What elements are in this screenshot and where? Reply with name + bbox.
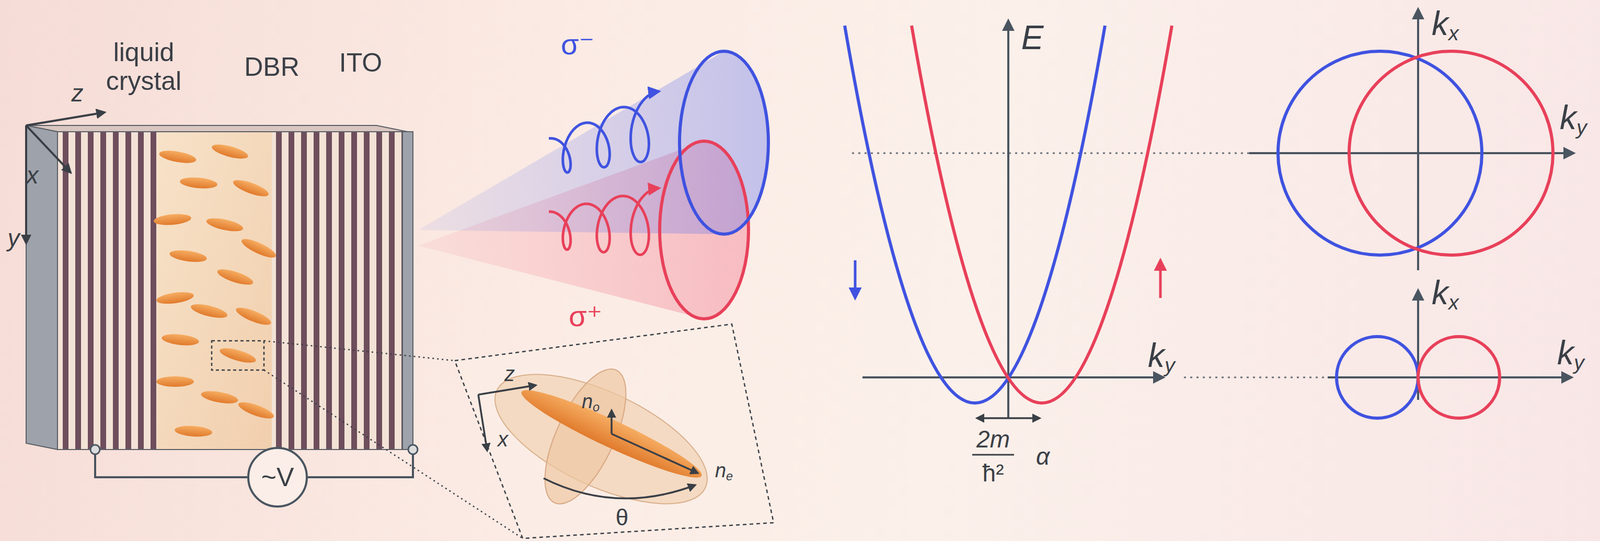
index-arrow: [611, 433, 698, 474]
spin-arrow: [1159, 260, 1162, 298]
voltage-source: ~V: [247, 446, 308, 508]
guide-line: [1183, 376, 1328, 379]
splitting-arrow: [976, 417, 1040, 420]
box-top: [26, 125, 408, 132]
axis: [478, 394, 488, 451]
axis: [1007, 20, 1010, 419]
contour: [1349, 51, 1553, 256]
axis-label: y: [7, 225, 20, 250]
dbr-mirror: [57, 131, 157, 450]
contour: [1418, 336, 1500, 419]
dispersion-curve: [844, 25, 1105, 404]
helix: [548, 188, 659, 256]
dbr-mirror: [271, 131, 403, 450]
axis-label: ky: [1147, 338, 1176, 373]
axis: [1249, 152, 1574, 155]
fraction-denominator: ħ²: [982, 461, 1005, 486]
helix: [548, 91, 659, 173]
axis-label: ky: [1559, 100, 1587, 135]
angle-label: θ: [615, 505, 629, 529]
index-label: no: [581, 391, 600, 412]
liquid-crystal-layer: [156, 131, 272, 450]
angle-arc: [543, 478, 696, 499]
ito-plate: [26, 125, 58, 450]
contour: [1336, 336, 1419, 419]
index-ellipsoid: [477, 347, 726, 531]
part-label: ITO: [339, 49, 383, 76]
molecule: [515, 379, 708, 489]
part-label: DBR: [244, 53, 300, 80]
axis-label: z: [71, 81, 84, 106]
box-outline: [57, 131, 413, 450]
fraction-bar: [972, 454, 1015, 456]
axis-label: kx: [1431, 6, 1459, 41]
zoom-leader: [263, 340, 455, 361]
fraction-numerator: 2m: [976, 427, 1010, 452]
axis: [862, 376, 1164, 379]
axis-label: z: [504, 363, 515, 385]
guide-line: [852, 152, 1250, 155]
polarization-label: σ⁺: [568, 301, 603, 331]
part-label: liquid crystal: [81, 38, 207, 96]
symbol-label: α: [1036, 444, 1050, 469]
axis-label: kx: [1431, 275, 1459, 310]
polarization-label: σ⁻: [560, 29, 595, 60]
source-label: ~V: [261, 464, 295, 491]
axis-label: x: [26, 163, 39, 188]
axis-label: x: [497, 428, 509, 450]
axis: [26, 112, 105, 126]
axis: [1327, 376, 1572, 379]
axis-label: ky: [1557, 336, 1585, 370]
dispersion-curve: [911, 25, 1172, 404]
ito-plate: [402, 131, 413, 450]
wire: [95, 449, 248, 478]
zoom-frame: [211, 340, 264, 371]
terminal: [90, 444, 100, 455]
polarization-ring: [679, 51, 769, 235]
terminal: [408, 444, 418, 455]
axis: [478, 385, 536, 395]
index-arrow: [610, 410, 613, 434]
inset-frame: [454, 324, 774, 539]
axis-label: E: [1021, 20, 1044, 55]
spin-arrow: [854, 260, 857, 298]
axis: [1417, 9, 1420, 271]
index-label: ne: [715, 460, 733, 481]
molecules: [153, 141, 279, 438]
wire: [307, 449, 413, 478]
